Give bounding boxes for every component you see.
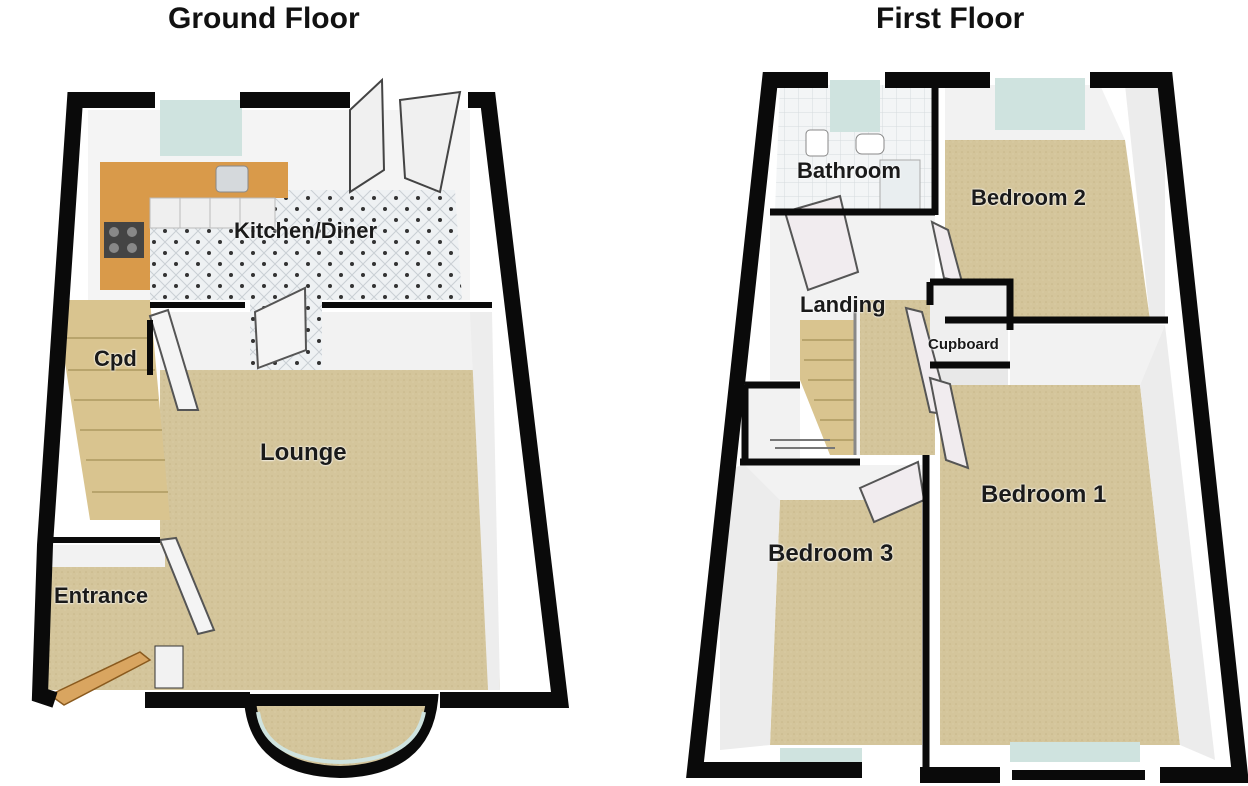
bedroom3-label: Bedroom 3 [768,540,894,567]
kitchen-diner-label: Kitchen/Diner [234,218,378,243]
bedroom1-label: Bedroom 1 [981,481,1107,508]
first-floor-title: First Floor [876,2,1025,35]
french-door-right [398,90,462,194]
french-door-left [349,77,386,194]
hob [104,222,144,258]
front-door [48,651,152,706]
bedroom1-floor [940,385,1180,745]
cupboard-label: Cupboard [928,336,999,353]
lounge-label: Lounge [260,439,347,466]
first-floor-plan [686,72,1248,783]
landing-label: Landing [800,292,886,317]
kitchen-window [160,100,242,156]
lounge-floor [160,370,500,690]
landing-stairs [800,320,855,455]
kitchen-worktop [100,162,288,290]
basin [855,133,885,155]
ground-floor-plan [31,77,570,779]
cupboard-door [148,308,200,411]
bedroom2-window [995,78,1085,130]
bedroom3-floor [770,500,922,745]
bathroom-door [783,194,860,292]
toilet [805,129,829,157]
ground-floor-title: Ground Floor [168,2,360,35]
kitchen-door [253,286,308,370]
entrance-label: Entrance [54,583,149,608]
cpd-label: Cpd [94,346,137,371]
bedroom1-window [1010,742,1140,762]
entrance-inner-door [158,536,216,636]
ground-stairs [55,300,170,520]
bedroom2-label: Bedroom 2 [971,185,1086,210]
bathroom-label: Bathroom [797,158,901,183]
cupboard-floor [930,282,1008,370]
bathroom-window [830,80,880,132]
bedroom2-floor [945,140,1150,320]
sink [215,165,249,193]
bedroom1-door [928,376,970,470]
entrance-floor [45,545,185,690]
